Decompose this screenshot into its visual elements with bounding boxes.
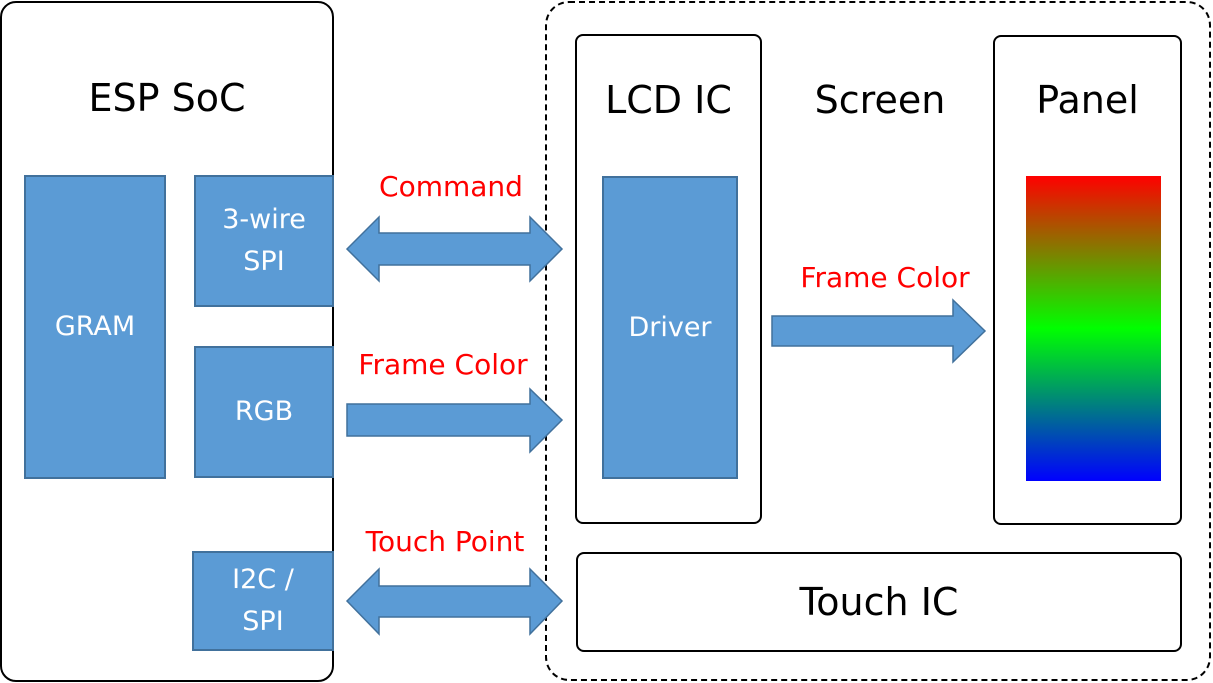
esp-soc-title: ESP SoC xyxy=(88,76,246,120)
screen-title: Screen xyxy=(814,78,946,122)
command-double-arrow xyxy=(345,215,564,283)
i2c-spi-label: I2C / SPI xyxy=(232,564,294,637)
i2c-spi-block: I2C / SPI xyxy=(192,551,334,651)
touch-ic-title: Touch IC xyxy=(799,580,959,624)
spi3-label: 3-wire SPI xyxy=(222,204,306,277)
panel-title: Panel xyxy=(1036,78,1139,122)
frame-color-out-arrow xyxy=(771,298,987,364)
frame-color-in-label: Frame Color xyxy=(358,348,528,381)
touch-ic-box: Touch IC xyxy=(576,552,1182,652)
gram-label: GRAM xyxy=(54,311,136,342)
command-label: Command xyxy=(379,170,523,203)
rgb-label: RGB xyxy=(234,396,294,427)
rgb-block: RGB xyxy=(194,346,334,478)
frame-color-out-label: Frame Color xyxy=(800,261,970,294)
panel-color-gradient xyxy=(1026,176,1161,481)
touch-point-double-arrow xyxy=(345,567,564,636)
driver-block: Driver xyxy=(602,176,738,479)
frame-color-in-arrow xyxy=(346,387,564,454)
screen-container xyxy=(545,1,1211,681)
spi3-block: 3-wire SPI xyxy=(194,175,334,307)
lcd-ic-title: LCD IC xyxy=(605,78,732,122)
gram-block: GRAM xyxy=(24,175,166,479)
touch-point-label: Touch Point xyxy=(365,525,525,558)
driver-label: Driver xyxy=(628,311,712,343)
